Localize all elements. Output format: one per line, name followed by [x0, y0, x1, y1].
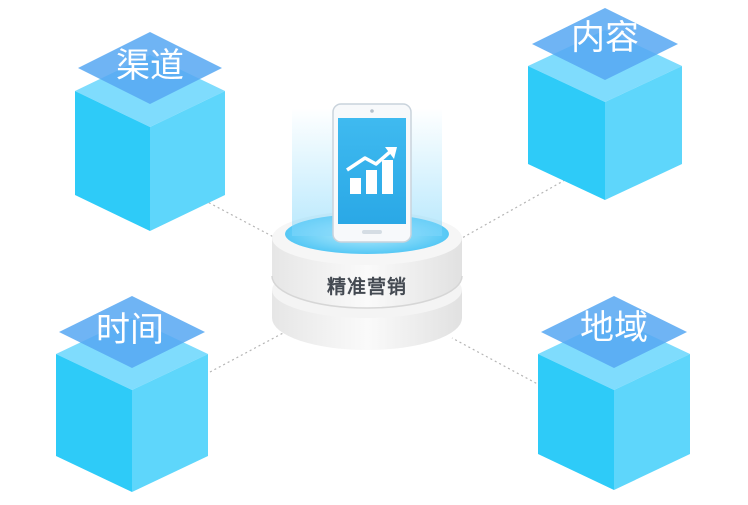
- label-plate: [59, 296, 205, 368]
- smartphone-icon: [332, 103, 412, 243]
- cube-content: 内容: [528, 8, 682, 200]
- node-label-content: 内容: [571, 18, 639, 58]
- node-label-region: 地域: [580, 308, 648, 348]
- node-label-time: 时间: [96, 310, 164, 350]
- cube-time: 时间: [56, 296, 208, 492]
- connector-region: [451, 337, 546, 389]
- label-plate: [541, 296, 687, 368]
- cube-region: 地域: [538, 296, 690, 490]
- label-plate: [78, 32, 222, 104]
- hub-platform: [271, 108, 463, 350]
- connector-channel: [199, 197, 286, 244]
- connector-time: [209, 331, 286, 373]
- node-label-channel: 渠道: [116, 46, 184, 86]
- hub-label: 精准营销: [327, 275, 407, 298]
- connector-lines: [199, 179, 566, 389]
- rising-bar-chart-icon: [346, 147, 397, 194]
- connector-content: [461, 179, 566, 239]
- cube-channel: 渠道: [75, 32, 225, 231]
- label-plate: [532, 8, 678, 80]
